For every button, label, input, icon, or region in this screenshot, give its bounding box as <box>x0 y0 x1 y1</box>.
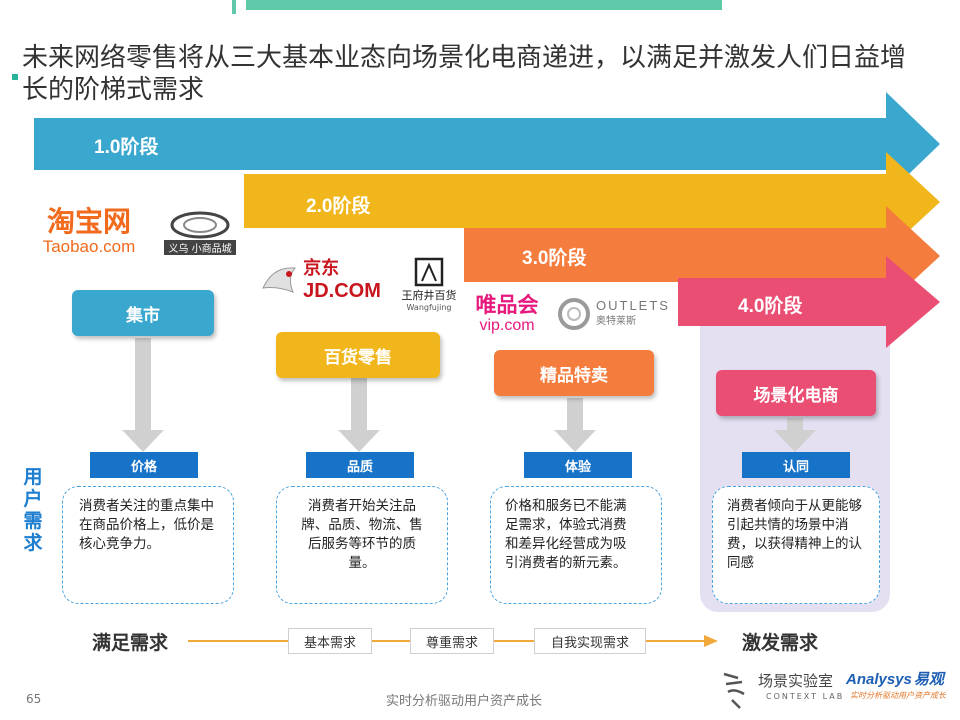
self-actualization-tag: 自我实现需求 <box>534 628 646 654</box>
down-arrow-4 <box>774 418 816 452</box>
yiwu-emblem-icon <box>170 211 230 238</box>
category-department-retail: 百货零售 <box>276 332 440 378</box>
vip-logo: 唯品会 vip.com <box>475 293 539 334</box>
top-accent-line <box>232 0 236 14</box>
brand-cn: 场景实验室 <box>758 672 834 690</box>
down-arrow-1 <box>122 338 164 452</box>
stage-arrow-2 <box>244 152 940 252</box>
stage-arrow-4 <box>678 256 940 348</box>
jd-mascot-icon <box>262 267 297 293</box>
progress-arrowhead <box>704 635 718 647</box>
need-tag-identity: 认同 <box>742 452 850 478</box>
analysys-slogan: 实时分析驱动用户资产成长 <box>850 691 946 700</box>
category-boutique-sale: 精品特卖 <box>494 350 654 396</box>
title-marker <box>12 74 18 80</box>
need-desc-quality: 消费者开始关注品牌、品质、物流、售后服务等环节的质量。 <box>276 486 448 604</box>
down-arrow-2 <box>338 378 380 452</box>
need-desc-experience: 价格和服务已不能满足需求，体验式消费和差异化经营成为吸引消费者的新元素。 <box>490 486 662 604</box>
footer-slogan: 实时分析驱动用户资产成长 <box>386 694 543 709</box>
stimulate-needs-label: 激发需求 <box>742 632 819 654</box>
user-needs-side-label: 用 户 需 求 <box>23 466 43 554</box>
wangfujing-emblem-icon <box>414 257 444 286</box>
category-scene-ecommerce: 场景化电商 <box>716 370 876 416</box>
taobao-logo: 淘宝网 Taobao.com <box>42 205 136 257</box>
yiwu-logo: 义乌 小商品城 <box>158 206 242 258</box>
respect-needs-tag: 尊重需求 <box>410 628 494 654</box>
stage-label-3: 3.0阶段 <box>522 248 587 269</box>
basic-needs-tag: 基本需求 <box>288 628 372 654</box>
jd-logo: 京东 JD.COM <box>248 256 392 304</box>
stage-arrow-1 <box>34 92 940 196</box>
outlets-logo: OUTLETS 奥特莱斯 <box>552 290 674 338</box>
context-lab-emblem-icon <box>723 672 745 709</box>
stage-label-2: 2.0阶段 <box>306 196 371 217</box>
need-tag-price: 价格 <box>90 452 198 478</box>
satisfy-needs-label: 满足需求 <box>92 632 169 654</box>
brand-en: CONTEXT LAB <box>766 692 845 701</box>
page-number: 65 <box>26 692 42 706</box>
stage-label-1: 1.0阶段 <box>94 137 159 158</box>
page-title: 未来网络零售将从三大基本业态向场景化电商递进，以满足并激发人们日益增长的阶梯式需… <box>22 43 907 105</box>
category-market: 集市 <box>72 290 214 336</box>
stage-label-4: 4.0阶段 <box>738 296 803 317</box>
top-accent-bar <box>246 0 722 10</box>
need-tag-experience: 体验 <box>524 452 632 478</box>
need-desc-price: 消费者关注的重点集中在商品价格上，低价是核心竞争力。 <box>62 486 234 604</box>
need-desc-identity: 消费者倾向于从更能够引起共情的场景中消费，以获得精神上的认同感 <box>712 486 880 604</box>
need-tag-quality: 品质 <box>306 452 414 478</box>
down-arrow-3 <box>554 398 596 452</box>
outlets-ring-icon <box>558 298 591 330</box>
wangfujing-logo: 王府井百货 Wangfujing <box>398 250 460 318</box>
